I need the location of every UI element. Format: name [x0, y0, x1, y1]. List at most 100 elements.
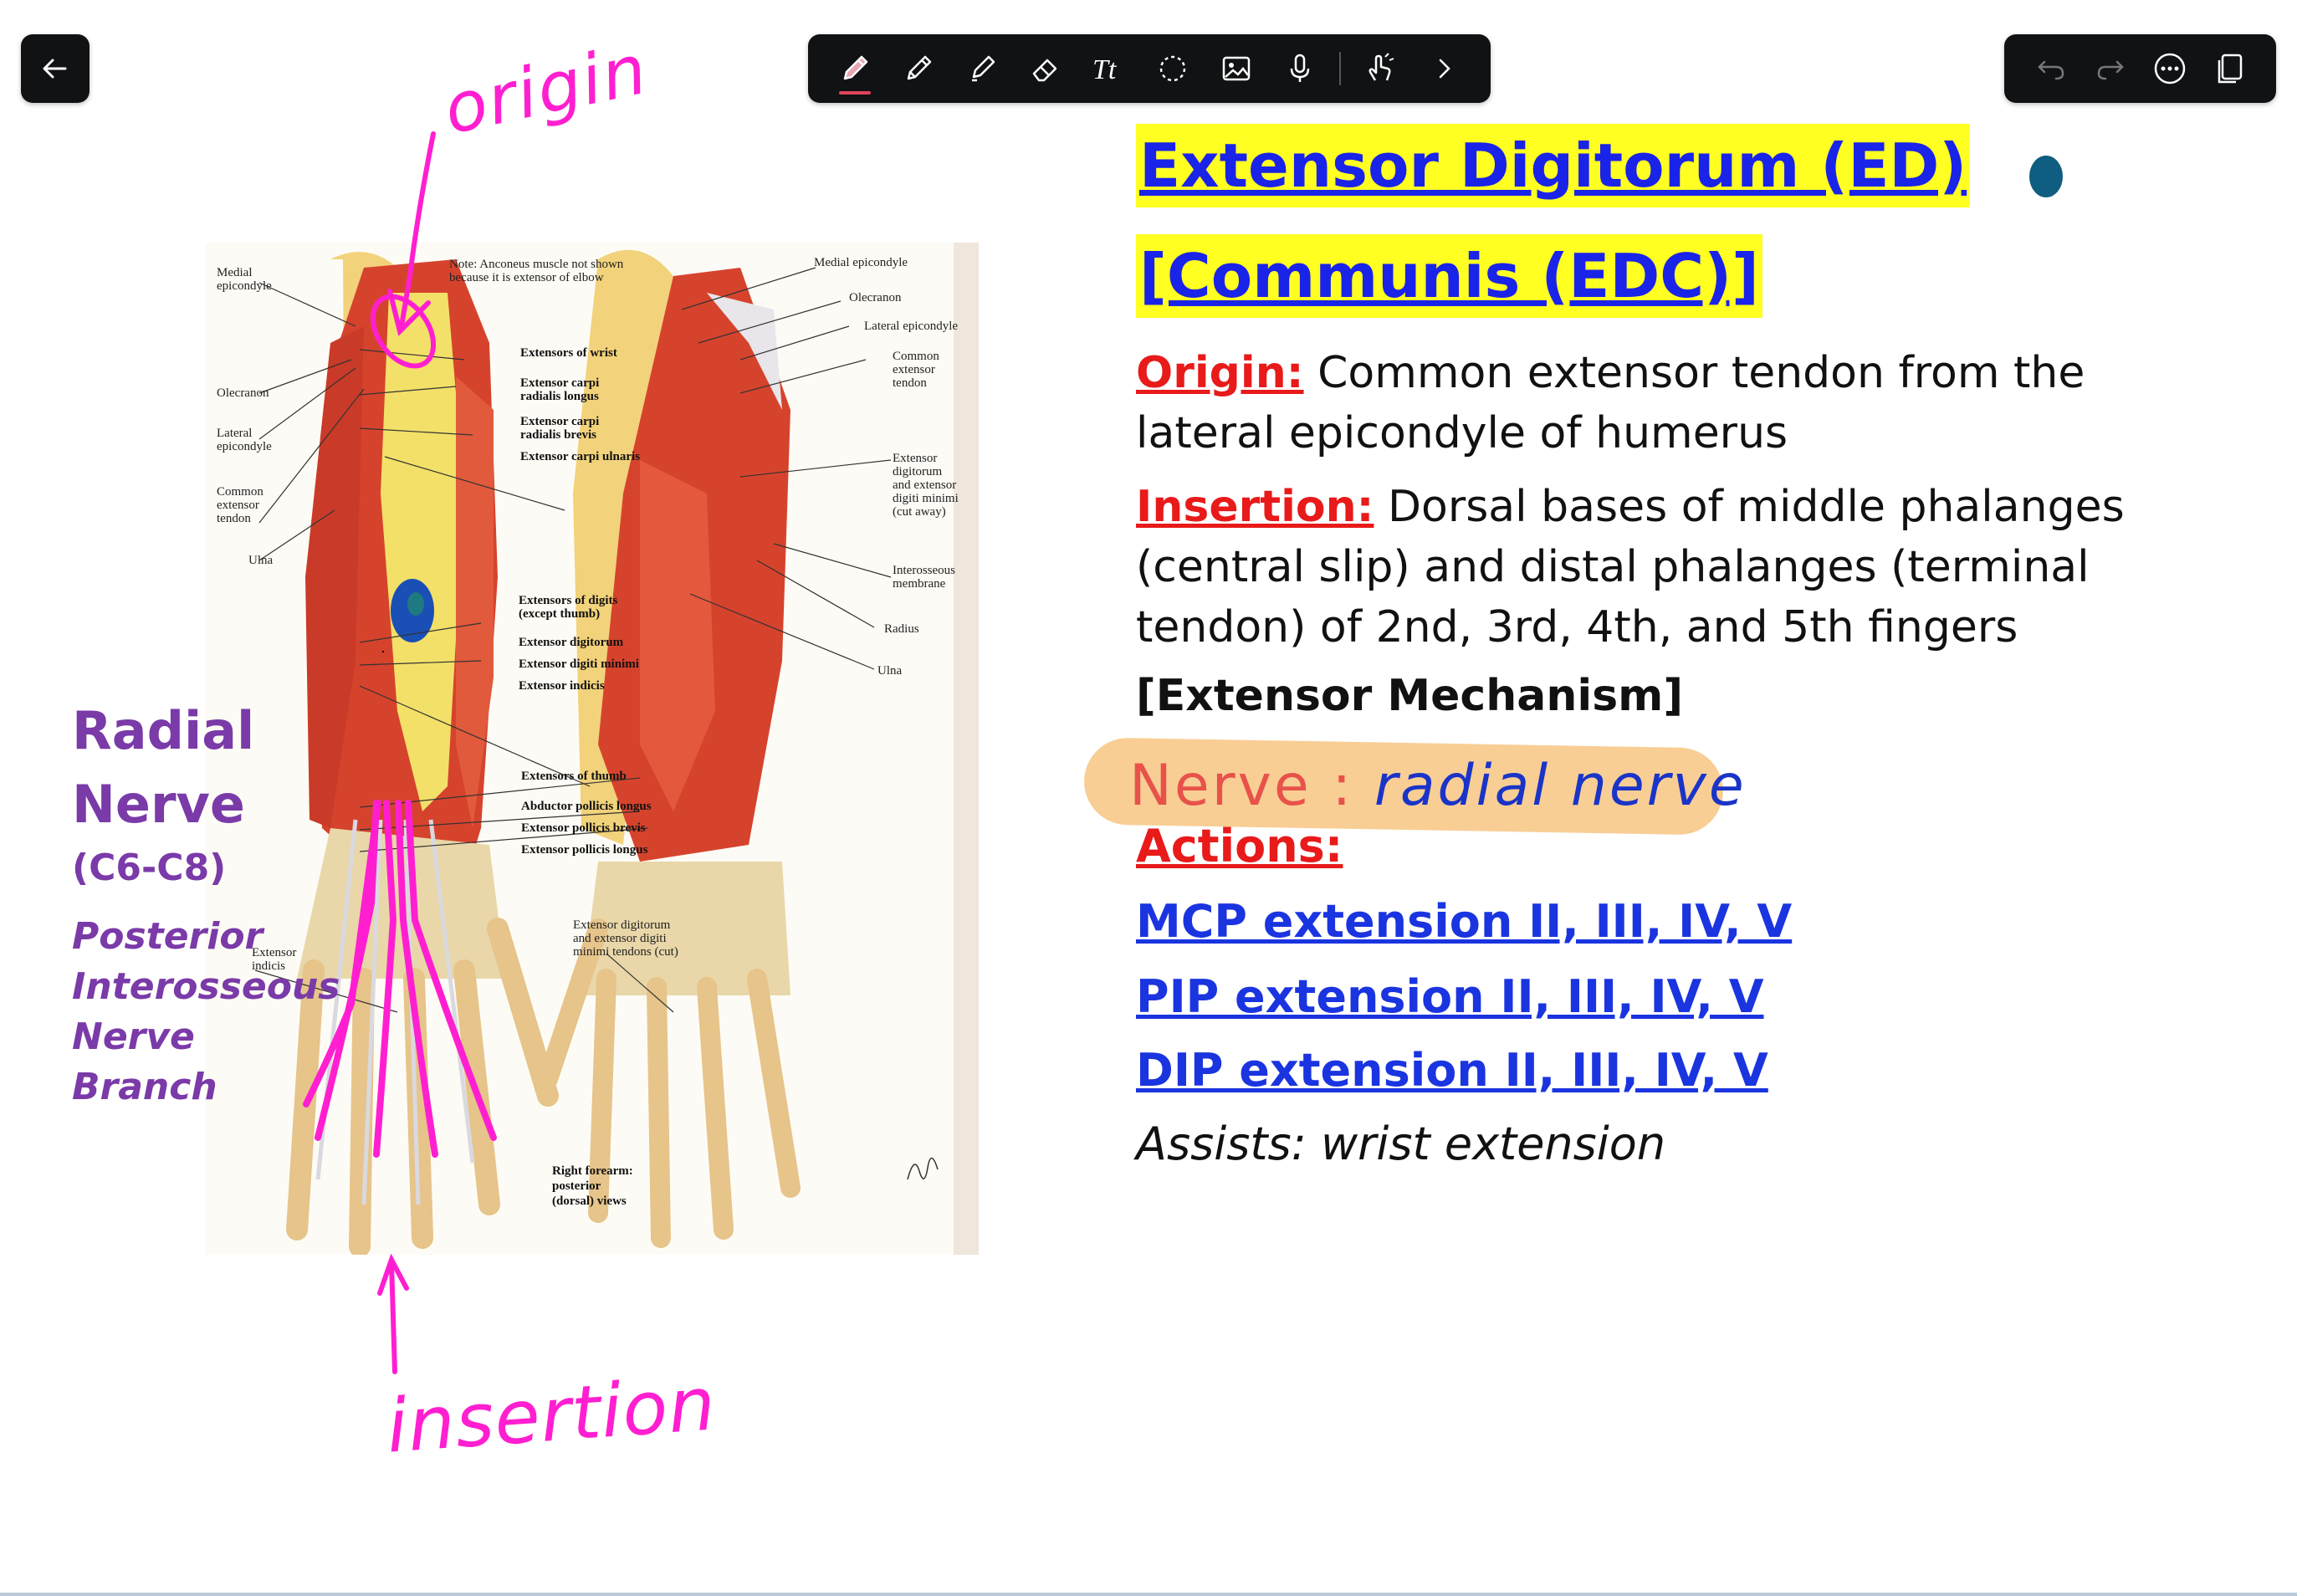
extensor-mechanism-note: [Extensor Mechanism] [1136, 671, 1684, 721]
insertion-paragraph: Insertion: Dorsal bases of middle phalan… [1136, 477, 2223, 657]
action-dip: DIP extension II, III, IV, V [1136, 1044, 1768, 1097]
label-extensor-indicis-1: Extensor [252, 946, 296, 959]
label-extensor-digiti-minimi: Extensor digiti minimi [519, 657, 639, 671]
label-medial: Medial [217, 266, 253, 279]
title-text-2: [Communis (EDC)] [1136, 234, 1762, 318]
branch-line-2: Interosseous [72, 965, 340, 1008]
drawing-toolbar: Tt [808, 34, 1491, 103]
nerve-handwritten-note: Nerve : radial nerve [1129, 743, 1747, 830]
actions-label: Actions: [1136, 820, 1343, 872]
label-extensors-of-thumb: Extensors of thumb [521, 770, 627, 783]
touch-gesture-button[interactable] [1356, 44, 1404, 93]
redo-button[interactable] [2086, 44, 2135, 93]
eraser-icon [1032, 59, 1057, 82]
label-interosseous: Interosseous [893, 564, 955, 577]
origin-text: Common extensor tendon from the lateral … [1136, 348, 2085, 458]
title-text-1: Extensor Digitorum (ED) [1136, 124, 1971, 207]
highlighter-tool-button[interactable] [958, 44, 1006, 93]
label-epb: Extensor pollicis brevis [521, 821, 646, 835]
label-lateral: Lateral [217, 427, 252, 440]
image-tool-button[interactable] [1212, 44, 1261, 93]
label-ed-right-1: Extensor [893, 452, 937, 465]
pages-button[interactable] [2205, 44, 2254, 93]
branch-line-3: Nerve [72, 1015, 195, 1058]
radial-word: Radial [72, 700, 255, 761]
label-ed-right-5: (cut away) [893, 505, 946, 519]
label-extensors-of-digits: Extensors of digits [519, 594, 618, 607]
branch-line-1: Posterior [72, 915, 263, 958]
label-extensors-of-wrist: Extensors of wrist [520, 346, 617, 360]
back-button[interactable] [31, 44, 79, 93]
ink-origin-label: origin [437, 29, 655, 151]
label-ulna-left: Ulna [248, 554, 274, 567]
toolbar-separator [1339, 52, 1341, 85]
label-extensor-digitorum: Extensor digitorum [519, 636, 624, 649]
arrow-left-icon [43, 59, 67, 79]
caption-line3: (dorsal) views [552, 1194, 627, 1208]
radial-nerve-note: Radial Nerve [72, 694, 254, 841]
label-ecrl-2: radialis longus [520, 390, 599, 403]
text-tool-icon: Tt [1092, 54, 1118, 85]
lasso-icon [1159, 55, 1186, 82]
label-ecu: Extensor carpi ulnaris [520, 450, 640, 463]
label-ed-tendons-1: Extensor digitorum [573, 918, 671, 932]
pages-icon [2218, 54, 2243, 84]
posterior-interosseous-note: Posterior Interosseous Nerve Branch [72, 912, 340, 1113]
highlighter-icon [972, 55, 995, 82]
redo-icon [2097, 60, 2124, 80]
label-lateral-epicondyle: epicondyle [217, 440, 272, 453]
ink-dot [2029, 156, 2063, 197]
microphone-button[interactable] [1276, 44, 1324, 93]
touch-gesture-icon [1368, 53, 1394, 81]
insertion-text: Dorsal bases of middle phalanges (centra… [1136, 482, 2125, 652]
action-mcp: MCP extension II, III, IV, V [1136, 895, 1793, 948]
label-ed-tendons-2: and extensor digiti [573, 932, 667, 945]
pen-icon [843, 55, 868, 80]
figure-note-line2: because it is extensor of elbow [449, 271, 604, 284]
ink-insertion-label: insertion [383, 1360, 719, 1470]
pencil-icon [907, 55, 932, 80]
branch-line-4: Branch [72, 1066, 217, 1108]
label-common: Common [217, 485, 263, 499]
expand-tools-button[interactable] [1420, 44, 1468, 93]
label-epl: Extensor pollicis longus [521, 843, 648, 857]
label-tendon-right: tendon [893, 376, 927, 390]
title-line-2: [Communis (EDC)] [1136, 234, 1762, 318]
label-medial-epicondyle: epicondyle [217, 279, 272, 293]
label-medial-epicondyle-right: Medial epicondyle [814, 256, 908, 269]
title-line-1: Extensor Digitorum (ED) [1136, 124, 1971, 207]
forearm-anatomy-figure: Medial epicondyle Olecranon Lateral epic… [205, 243, 979, 1255]
eraser-tool-button[interactable] [1021, 44, 1070, 93]
back-toolbar [21, 34, 90, 103]
more-options-button[interactable] [2146, 44, 2194, 93]
label-ed-right-2: digitorum [893, 465, 942, 478]
figure-note-line1: Note: Anconeus muscle not shown [449, 258, 624, 271]
origin-paragraph: Origin: Common extensor tendon from the … [1136, 343, 2223, 463]
nerve-label: Nerve : [1129, 753, 1354, 819]
label-ecrl-1: Extensor carpi [520, 376, 599, 390]
chevron-right-icon [1439, 59, 1450, 79]
label-olecranon-right: Olecranon [849, 291, 902, 304]
nerve-word: Nerve [72, 774, 245, 835]
label-apl: Abductor pollicis longus [521, 800, 652, 813]
label-ecrb-1: Extensor carpi [520, 415, 599, 428]
origin-label: Origin: [1136, 348, 1304, 398]
label-ulna-right: Ulna [877, 664, 903, 678]
label-extensor: extensor [217, 499, 259, 512]
page-bottom-border [0, 1593, 2297, 1596]
label-lateral-epicondyle-right: Lateral epicondyle [864, 320, 958, 333]
undo-button[interactable] [2027, 44, 2075, 93]
pencil-tool-button[interactable] [894, 44, 943, 93]
active-tool-indicator [839, 91, 871, 95]
text-tool-button[interactable]: Tt [1085, 44, 1133, 93]
artist-signature [907, 1157, 939, 1180]
lasso-tool-button[interactable] [1148, 44, 1197, 93]
more-icon [2154, 53, 2186, 84]
insertion-label: Insertion: [1136, 482, 1374, 532]
label-olecranon-left: Olecranon [217, 386, 269, 400]
actions-toolbar [2004, 34, 2276, 103]
pen-tool-button[interactable] [831, 44, 879, 95]
undo-icon [2037, 60, 2064, 80]
microphone-icon [1290, 54, 1310, 82]
action-pip: PIP extension II, III, IV, V [1136, 970, 1764, 1023]
